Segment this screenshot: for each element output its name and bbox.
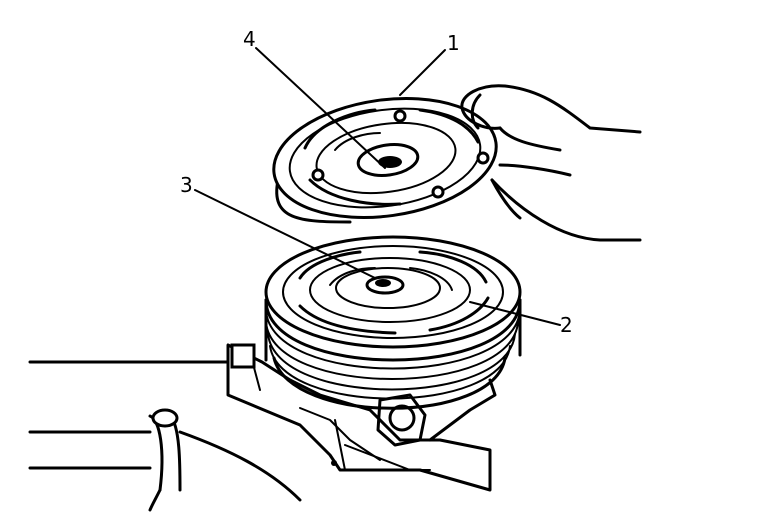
clutch-plate (272, 96, 498, 224)
callout-3: 3 (180, 173, 193, 197)
callout-2: 2 (560, 313, 573, 337)
compressor-bracket (226, 343, 497, 492)
leader-lines (194, 47, 561, 326)
pulley-rotor-assembly (264, 235, 522, 410)
hand (460, 84, 642, 242)
hose-lines (28, 360, 302, 512)
callout-4: 4 (243, 27, 256, 51)
callout-1: 1 (447, 31, 460, 55)
